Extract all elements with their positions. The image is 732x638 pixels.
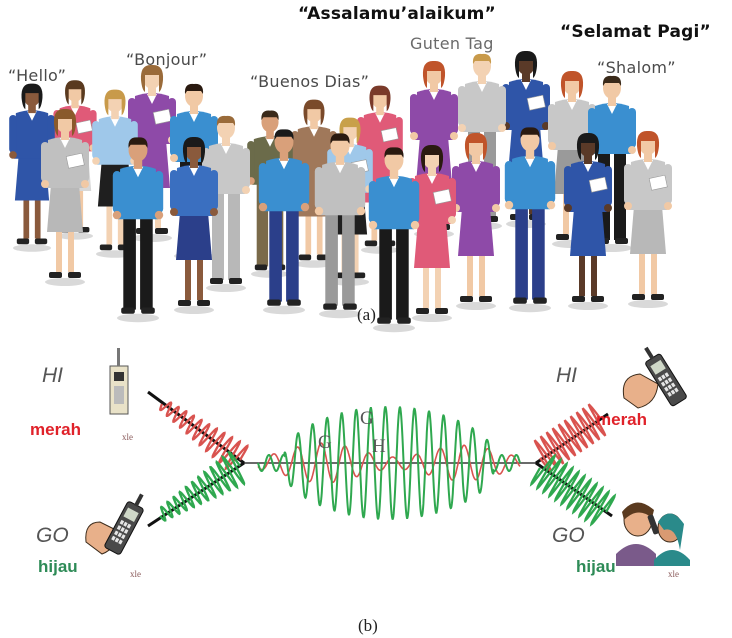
greeting-hello: “Hello” bbox=[8, 66, 67, 85]
right-top-color-word: merah bbox=[596, 410, 648, 429]
person-figure bbox=[564, 132, 612, 310]
center-wave-green bbox=[257, 406, 521, 520]
wave-right-red bbox=[533, 403, 607, 473]
right-bottom-color-word: hijau bbox=[576, 557, 616, 576]
caption-b: (b) bbox=[358, 616, 378, 635]
wave-right-green bbox=[529, 453, 617, 527]
left-top-small-label: xle bbox=[122, 432, 133, 442]
right-bottom-people-device bbox=[616, 502, 690, 566]
right-top-phone-device bbox=[622, 373, 659, 409]
person-figure bbox=[504, 127, 556, 313]
center-letter-2: G bbox=[360, 408, 374, 429]
center-letter-1: G bbox=[318, 432, 332, 453]
left-top-radio-device bbox=[109, 348, 129, 415]
left-top-word: HI bbox=[42, 364, 63, 387]
person-figure bbox=[452, 132, 500, 310]
person-figure bbox=[368, 147, 420, 333]
caption-a: (a) bbox=[357, 305, 376, 324]
left-bottom-small-label: xle bbox=[130, 569, 141, 579]
left-bottom-word: GO bbox=[36, 524, 69, 547]
center-letter-3: H bbox=[372, 436, 386, 457]
person-figure bbox=[170, 136, 218, 314]
crowd-of-people bbox=[9, 50, 672, 333]
right-bottom-word: GO bbox=[552, 524, 585, 547]
person-figure bbox=[112, 137, 164, 323]
greeting-shalom: “Shalom” bbox=[597, 58, 676, 77]
greeting-guten-tag: Guten Tag bbox=[410, 34, 494, 53]
greeting-selamat-pagi: “Selamat Pagi” bbox=[560, 22, 711, 42]
right-top-word: HI bbox=[556, 364, 577, 387]
left-bottom-handset bbox=[104, 493, 144, 555]
wave-left-red bbox=[159, 401, 249, 471]
wave-left-green bbox=[159, 450, 246, 522]
right-top-handset bbox=[644, 346, 687, 407]
person-figure bbox=[624, 130, 672, 308]
greeting-assalamualaikum: “Assalamu’alaikum” bbox=[298, 4, 496, 24]
left-bottom-color-word: hijau bbox=[38, 557, 78, 576]
branch-line-left-top bbox=[147, 390, 245, 465]
person-figure bbox=[41, 108, 89, 286]
signal-diagram bbox=[85, 346, 690, 566]
person-figure bbox=[258, 129, 310, 315]
person-figure bbox=[314, 133, 366, 319]
greeting-bonjour: “Bonjour” bbox=[126, 50, 208, 69]
left-top-color-word: merah bbox=[30, 420, 82, 439]
greeting-buenos-dias: “Buenos Dias” bbox=[250, 72, 370, 91]
person-figure bbox=[408, 144, 456, 322]
right-bottom-small-label: xle bbox=[668, 569, 679, 579]
